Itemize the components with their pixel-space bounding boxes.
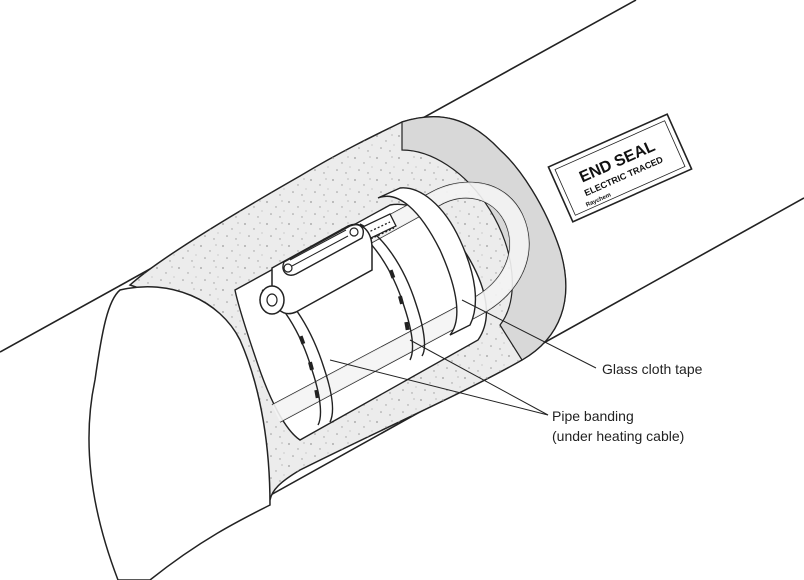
end-seal-component bbox=[259, 223, 373, 315]
leader-pipe-banding-2 bbox=[409, 339, 549, 416]
leader-lines bbox=[329, 299, 597, 416]
pipe-left-end bbox=[88, 286, 271, 580]
screw-right-icon bbox=[349, 227, 359, 237]
leader-pipe-banding-1 bbox=[329, 359, 549, 416]
end-seal-label: END SEAL ELECTRIC TRACED Raychem bbox=[547, 113, 693, 223]
heating-cable-fill bbox=[272, 182, 529, 422]
strap-perforations bbox=[298, 269, 410, 399]
callout-glass-cloth-tape: Glass cloth tape bbox=[602, 361, 703, 377]
screw-left-icon bbox=[283, 263, 293, 273]
leader-glass-cloth-tape bbox=[461, 299, 597, 369]
glass-cloth-tape-band bbox=[377, 187, 477, 336]
callout-pipe-banding-note: (under heating cable) bbox=[552, 428, 684, 444]
callout-pipe-banding: Pipe banding bbox=[552, 408, 634, 424]
